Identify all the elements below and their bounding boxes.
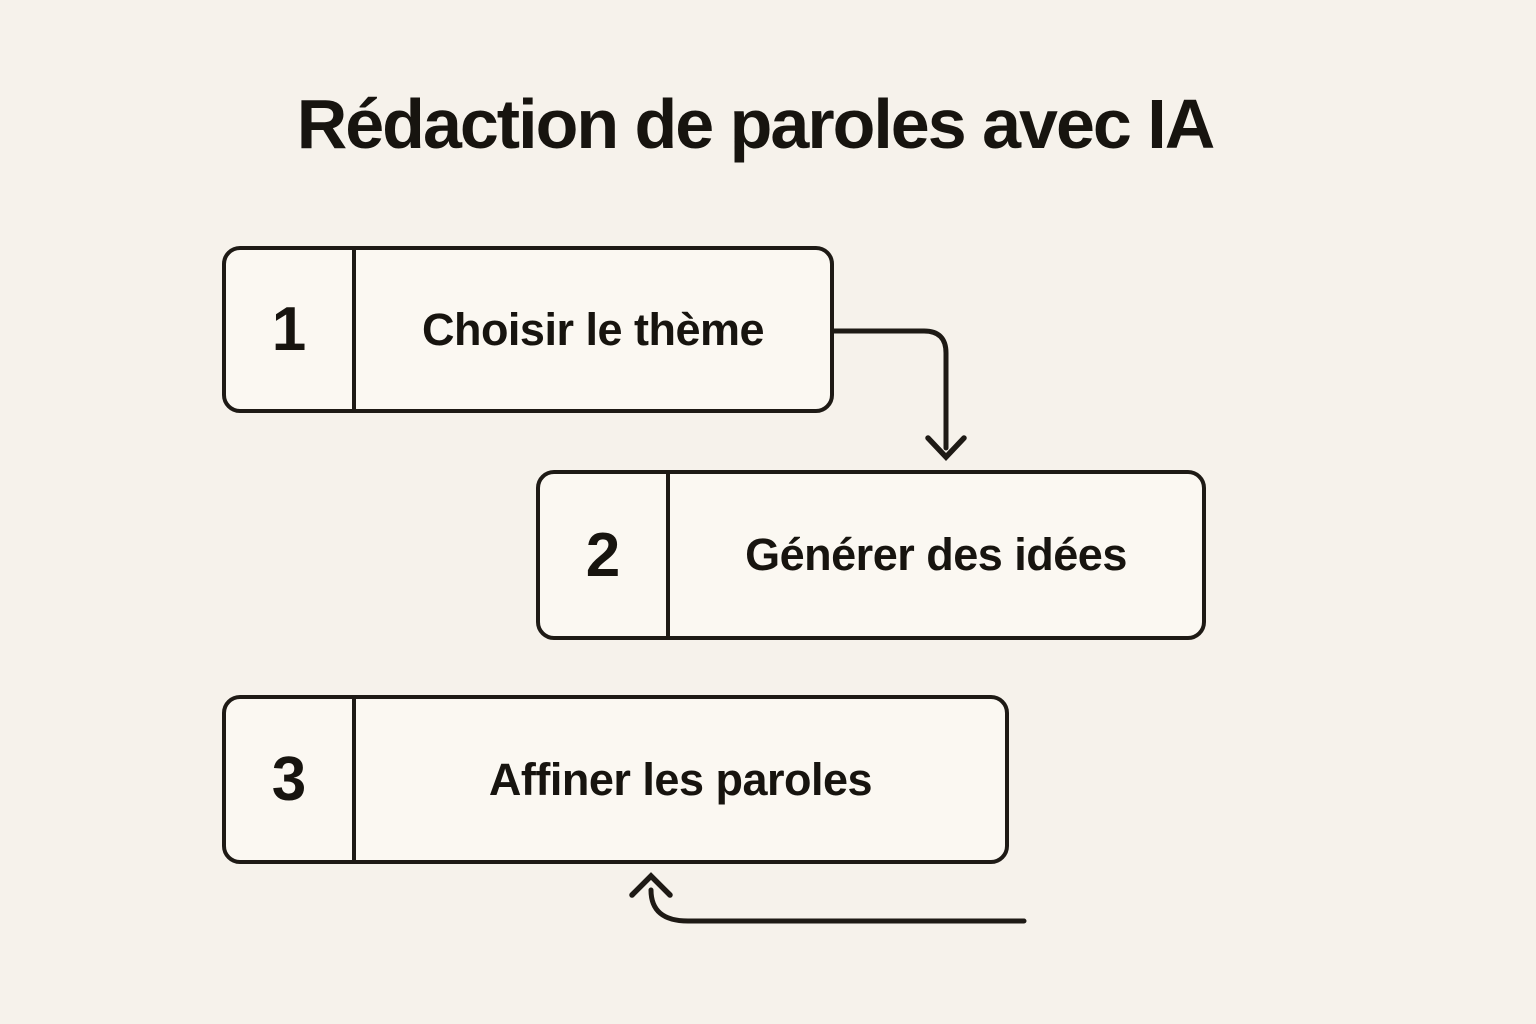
step-1-label: Choisir le thème (421, 303, 765, 355)
step-box-2: 2 Générer des idées (536, 470, 1206, 640)
arrow-step1-to-step2-line (831, 328, 949, 451)
diagram-title: Rédaction de paroles avec IA (296, 85, 1216, 163)
step-2-number: 2 (540, 474, 670, 636)
arrow-feedback-line (648, 887, 1027, 924)
step-box-3: 3 Affiner les paroles (222, 695, 1009, 864)
step-1-number: 1 (226, 250, 356, 409)
arrow-feedback-head (629, 872, 673, 898)
arrow-step1-to-step2-head (925, 435, 967, 461)
step-3-label: Affiner les paroles (488, 753, 873, 805)
step-box-1: 1 Choisir le thème (222, 246, 834, 413)
step-2-label: Générer des idées (745, 529, 1127, 580)
step-3-number: 3 (226, 699, 356, 860)
